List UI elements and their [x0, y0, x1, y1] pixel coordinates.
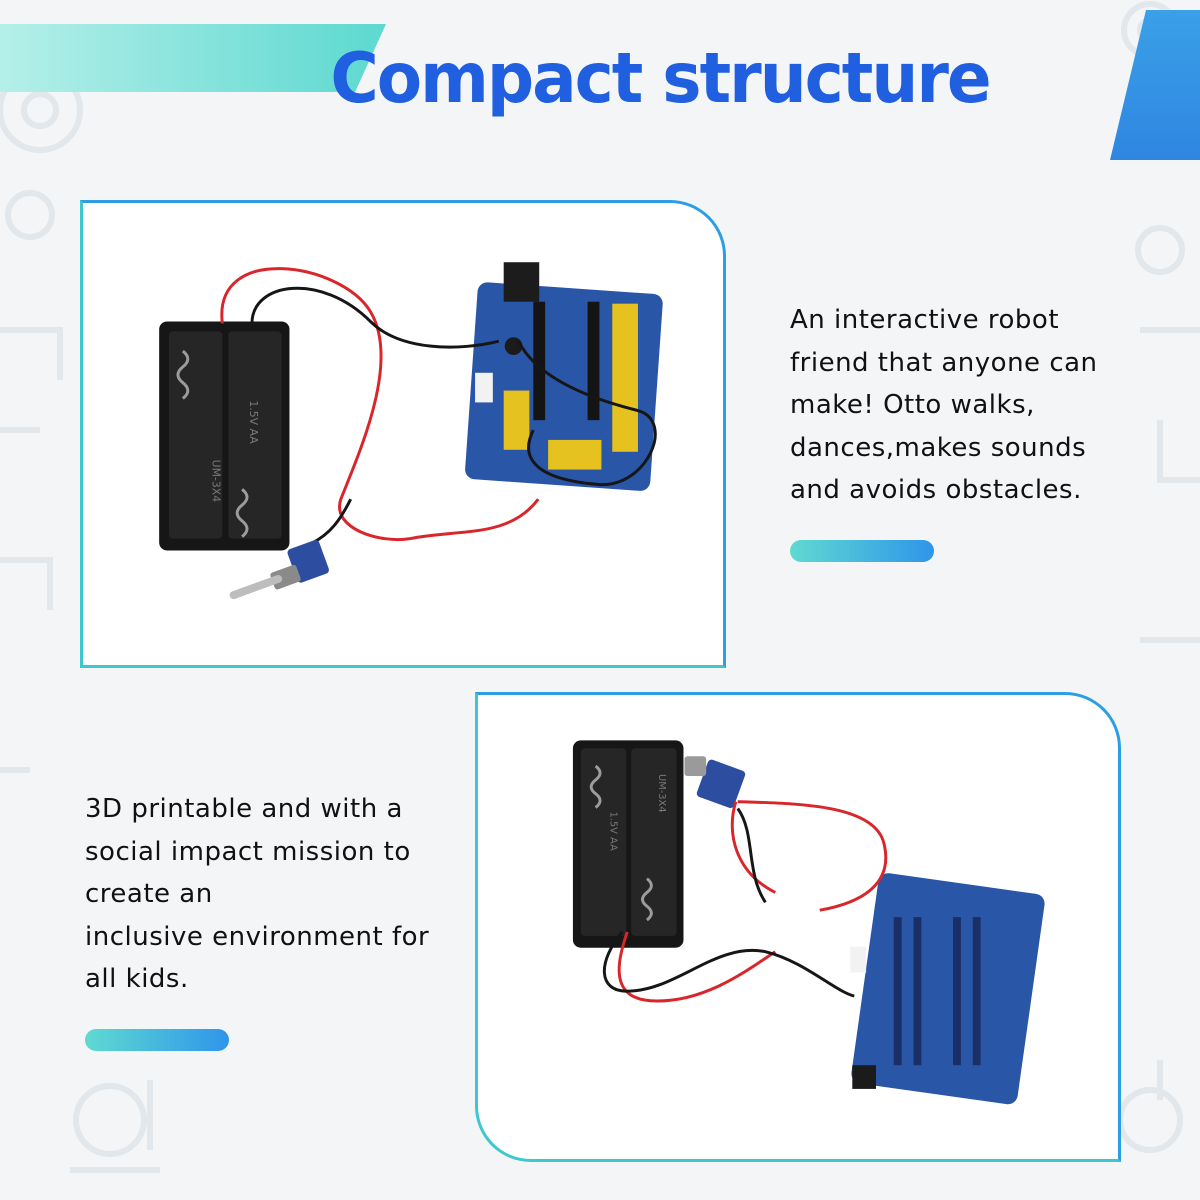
photo-battery-and-shield-bottom: 1.5V AA UM-3X4	[572, 740, 1045, 1105]
description-1-line-4: dances,makes sounds	[790, 432, 1087, 463]
description-1-line-1: An interactive robot	[790, 305, 1060, 335]
description-2-line-1: 3D printable and with a	[85, 794, 403, 824]
description-2-line-5: all kids.	[85, 964, 189, 994]
banner-accent-left	[0, 24, 386, 92]
wire-black	[250, 286, 657, 486]
wire-red	[730, 800, 888, 912]
holder-label-left: UM-3X4	[209, 460, 222, 503]
holder-label-right: UM-3X4	[656, 774, 667, 813]
photo-battery-and-shield-top: UM-3X4 1.5V AA	[159, 262, 663, 600]
page-title: Compact structure	[330, 38, 991, 119]
holder-label-right: 1.5V AA	[247, 400, 260, 444]
description-1-line-3: make! Otto walks,	[790, 390, 1035, 420]
holder-label-left: 1.5V AA	[607, 811, 618, 851]
toggle-switch	[229, 540, 329, 600]
description-2-line-4: inclusive environment for	[85, 921, 430, 952]
description-block-2: 3D printable and with a social impact mi…	[85, 788, 465, 1001]
description-2-line-3: create an	[85, 879, 213, 909]
sensor-shield-board	[465, 262, 663, 491]
description-1-line-5: and avoids obstacles.	[790, 475, 1082, 505]
accent-pill-2	[85, 1029, 229, 1051]
description-2-line-2: social impact mission to	[85, 836, 411, 867]
battery-holder: 1.5V AA UM-3X4	[572, 740, 684, 948]
sensor-shield-board	[850, 873, 1045, 1105]
wire-red	[220, 267, 540, 541]
description-block-1: An interactive robot friend that anyone …	[790, 299, 1150, 512]
photo-card-top: UM-3X4 1.5V AA	[80, 200, 726, 668]
accent-pill-1	[790, 540, 934, 562]
description-1-line-2: friend that anyone can	[790, 347, 1098, 378]
wire-black	[602, 930, 855, 998]
photo-card-bottom: 1.5V AA UM-3X4	[475, 692, 1121, 1162]
battery-holder: UM-3X4 1.5V AA	[159, 321, 290, 551]
toggle-switch	[684, 756, 746, 809]
